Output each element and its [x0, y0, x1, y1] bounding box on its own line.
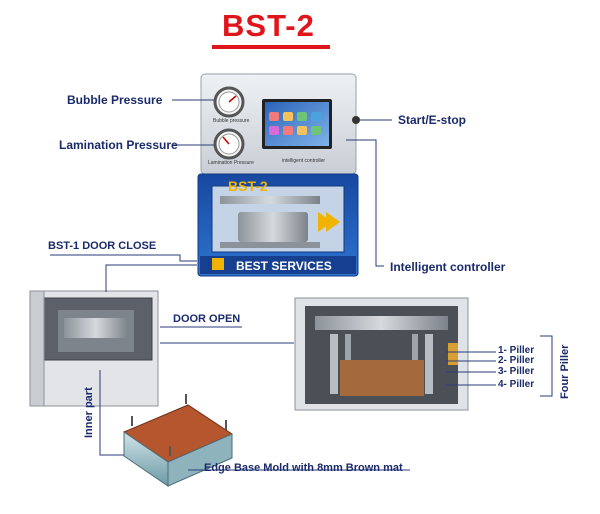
- inner-part-label: Inner part: [83, 387, 95, 438]
- piller-4-label: 4- Piller: [498, 379, 535, 390]
- control-panel: [200, 73, 360, 175]
- lamination-pressure-label: Lamination Pressure: [59, 138, 178, 152]
- touch-screen: [262, 99, 332, 149]
- machine-brand-text: BEST SERVICES: [236, 259, 332, 273]
- lamination-pressure-gauge-icon: [213, 128, 245, 160]
- start-estop-button-icon: [352, 116, 360, 124]
- intelligent-controller-label: Intelligent controller: [390, 260, 506, 274]
- four-piller-label: Four Piller: [559, 344, 571, 399]
- bubble-pressure-label: Bubble Pressure: [67, 93, 163, 107]
- piller-3-label: 3- Piller: [498, 366, 535, 377]
- edge-base-mold: [122, 394, 234, 487]
- machine-model-text: BST-2: [228, 178, 268, 194]
- piller-1-label: 1- Piller: [498, 345, 535, 356]
- door-open-chamber: [294, 297, 469, 411]
- door-open-label: DOOR OPEN: [173, 313, 241, 325]
- main-chamber: [197, 173, 359, 277]
- bubble-pressure-gauge-icon: [213, 86, 245, 118]
- controller-caption: intelligent controller: [282, 158, 326, 164]
- title-underline: [212, 45, 330, 49]
- gauge2-caption: Lamination Pressure: [208, 160, 254, 166]
- connector-lines: [50, 99, 553, 471]
- gauge1-caption: Bubble pressure: [213, 118, 250, 124]
- piller-2-label: 2- Piller: [498, 355, 535, 366]
- start-estop-label: Start/E-stop: [398, 113, 467, 127]
- edge-base-mold-label: Edge Base Mold with 8mm Brown mat: [204, 462, 403, 474]
- door-close-machine: [29, 290, 159, 407]
- page-title: BST-2: [222, 8, 315, 43]
- bst1-door-close-label: BST-1 DOOR CLOSE: [48, 240, 157, 252]
